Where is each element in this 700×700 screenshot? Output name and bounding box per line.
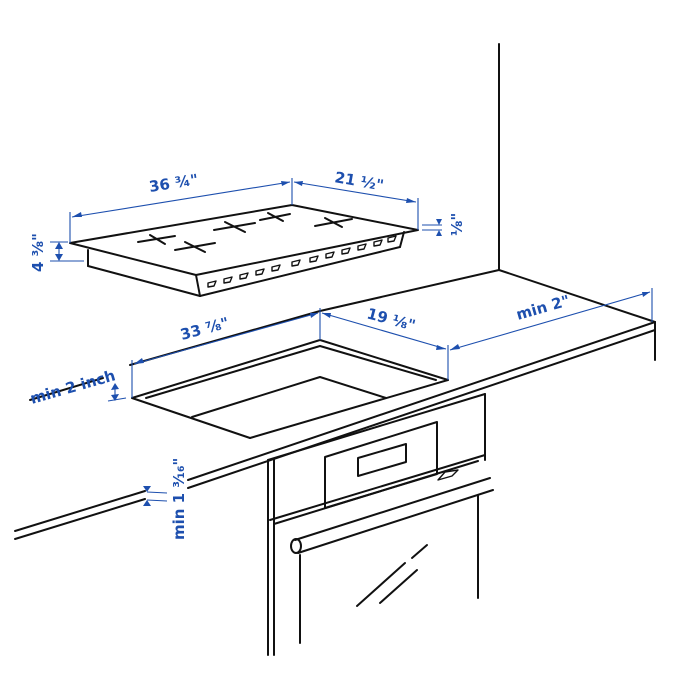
dim-cooktop-height: 4 ⅜" [29, 233, 47, 272]
cooktop [69, 204, 419, 297]
dim-min-front-clearance: min 2 inch [28, 366, 117, 407]
dim-glass-thickness: ⅛" [448, 213, 466, 236]
dim-cooktop-depth: 21 ½" [333, 168, 385, 194]
oven [267, 393, 494, 656]
dim-cutout-depth: 19 ⅛" [365, 304, 417, 334]
dim-min-rear-clearance: min 2" [514, 291, 572, 323]
vent-row [207, 235, 397, 288]
dim-min-countertop-thickness: min 1 ³⁄₁₆" [170, 458, 188, 540]
burner-marks [137, 212, 353, 253]
countertop [14, 269, 656, 540]
countertop-cutout [131, 339, 449, 439]
dim-cooktop-width: 36 ¾" [148, 170, 200, 196]
